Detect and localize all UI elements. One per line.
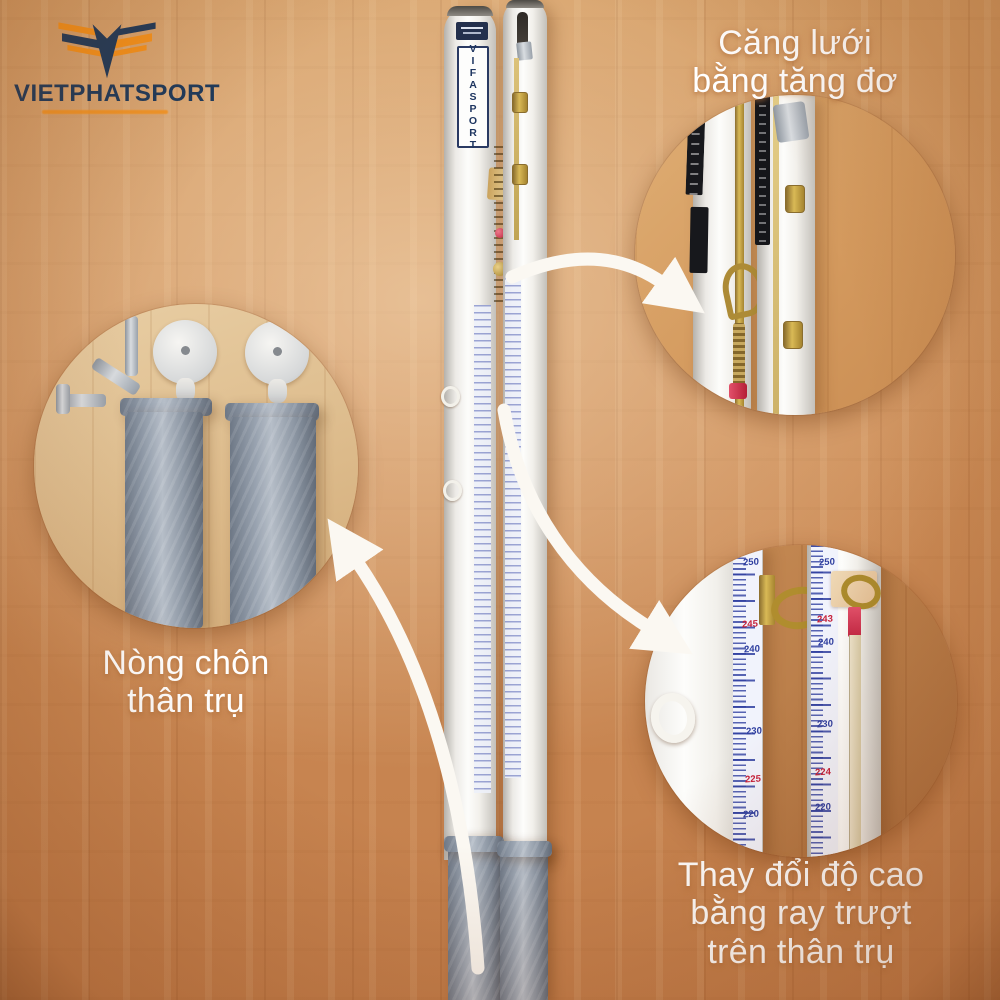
callout-rail-line2: bằng ray trượt <box>640 894 962 932</box>
callout-tensioner: Căng lưới bằng tăng đơ <box>635 24 955 101</box>
right-pole-cap <box>506 0 544 8</box>
left-pole-cap <box>447 6 493 16</box>
sleeve-inset <box>34 304 358 628</box>
brand-name: VIETPHATSPORT <box>14 80 220 108</box>
red-knob <box>495 228 505 238</box>
rail-track <box>514 58 519 240</box>
right-sleeve-collar <box>497 841 552 857</box>
crank-handle <box>56 384 70 414</box>
inset-rail-track <box>773 95 779 415</box>
v-logo-icon <box>58 22 156 79</box>
disc-tab <box>268 379 287 403</box>
callout-sleeve: Nòng chôn thân trụ <box>36 644 336 721</box>
rail-inset: 250 245 240 230 225 220 250 243 240 230 … <box>645 545 957 857</box>
left-pole-brand-label: VIFASPORT <box>457 43 489 151</box>
left-pole-top-sticker <box>456 22 488 40</box>
right-scale-ticks-long <box>811 545 831 857</box>
tension-rod <box>735 95 744 415</box>
disc-hole <box>181 346 190 355</box>
callout-tensioner-line2: bằng tăng đơ <box>635 62 955 100</box>
slider-red-mark <box>848 607 861 637</box>
threaded-rod <box>733 323 745 387</box>
callout-sleeve-line1: Nòng chôn <box>36 644 336 682</box>
callout-tensioner-line1: Căng lưới <box>635 24 955 62</box>
rail-clip <box>785 185 805 213</box>
eye-bolt-plate <box>759 575 775 625</box>
right-ground-sleeve <box>500 843 548 1000</box>
slide-rail-groove <box>849 635 861 857</box>
disc-tab <box>176 378 195 402</box>
left-scale-ticks-long <box>733 547 755 857</box>
rail-clip <box>512 92 528 113</box>
callout-rail-line1: Thay đổi độ cao <box>640 856 962 894</box>
inset-label-fragment <box>755 95 770 245</box>
sleeve-tube <box>125 412 203 628</box>
brand-tagline <box>42 110 168 114</box>
net-hook-icon <box>441 386 460 407</box>
rail-clip <box>783 321 803 349</box>
rail-clip <box>512 164 528 185</box>
sleeve-tube-collar <box>225 403 319 421</box>
net-hook-icon <box>443 480 462 501</box>
callout-rail: Thay đổi độ cao bằng ray trượt trên thân… <box>640 856 962 971</box>
right-pole-slot <box>517 12 528 54</box>
callout-sleeve-line2: thân trụ <box>36 682 336 720</box>
crank-handle <box>125 316 138 376</box>
slider-plate <box>831 571 877 607</box>
brand-logo: VIETPHATSPORT <box>14 6 220 124</box>
sleeve-tube <box>230 417 316 628</box>
callout-rail-line3: trên thân trụ <box>640 933 962 971</box>
sleeve-tube-collar <box>120 398 212 416</box>
tensioner-inset <box>635 95 955 415</box>
red-knob <box>729 383 747 399</box>
crank-handle <box>62 394 106 407</box>
disc-hole <box>273 347 282 356</box>
